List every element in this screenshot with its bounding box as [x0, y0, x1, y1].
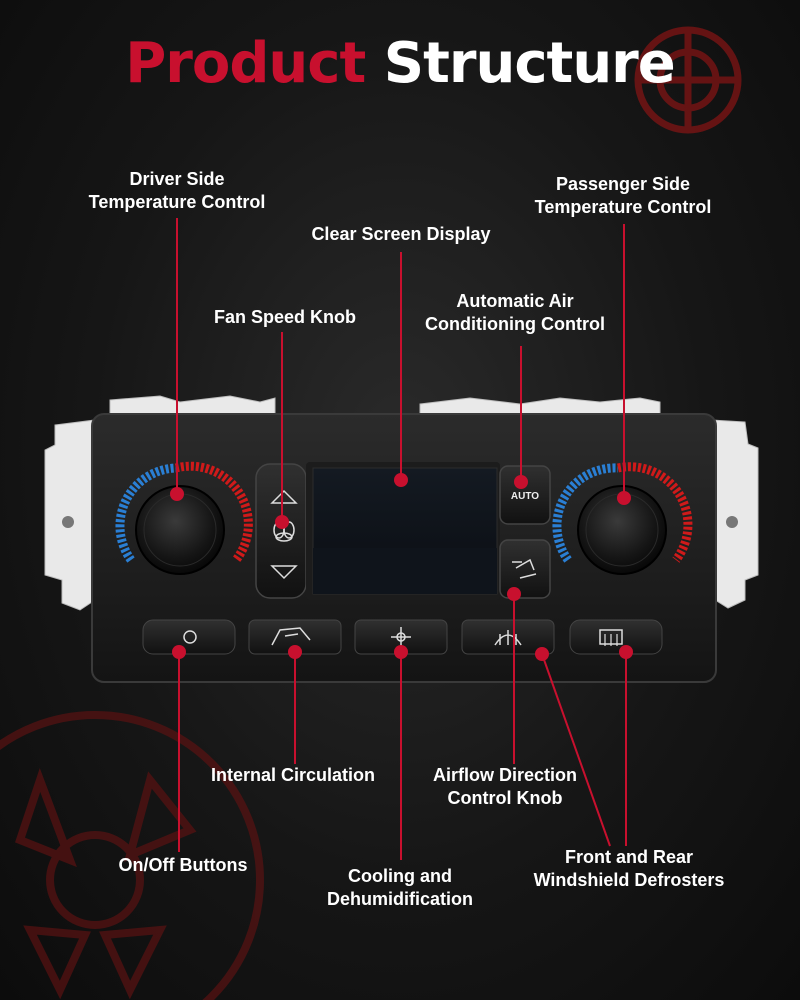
label-cooling-line1: Cooling and	[348, 866, 452, 886]
label-passenger-temp-line2: Temperature Control	[534, 197, 712, 217]
label-internal-circ-line1: Internal Circulation	[210, 765, 376, 785]
airflow-button-shape	[499, 539, 551, 599]
page-title: Product Structure	[0, 28, 800, 100]
label-passenger-temp: Passenger Side Temperature Control	[508, 173, 738, 219]
driver-temp-knob-dial	[115, 461, 253, 575]
label-passenger-temp-line1: Passenger Side	[555, 174, 691, 194]
auto-button-label: AUTO	[510, 491, 540, 502]
label-clear-screen-line1: Clear Screen Display	[311, 224, 491, 244]
bottom-button-row	[142, 619, 663, 655]
auto-ac-button-shape	[499, 465, 551, 525]
label-defrosters-line2: Windshield Defrosters	[533, 870, 725, 890]
label-airflow-line1: Airflow Direction	[432, 765, 577, 785]
callout-dots	[170, 473, 633, 661]
label-auto-ac-line2: Conditioning Control	[425, 314, 605, 334]
label-airflow-line2: Control Knob	[447, 788, 563, 808]
label-auto-ac: Automatic Air Conditioning Control	[404, 290, 626, 336]
label-cooling: Cooling and Dehumidification	[308, 865, 492, 911]
label-defrosters: Front and Rear Windshield Defrosters	[516, 846, 742, 892]
label-cooling-line2: Dehumidification	[326, 889, 473, 909]
label-driver-temp: Driver Side Temperature Control	[62, 168, 292, 214]
leader-lines	[176, 218, 627, 860]
wheel-logo-top-right	[634, 26, 742, 134]
title-part-structure: Structure	[383, 31, 676, 96]
label-internal-circ: Internal Circulation	[188, 764, 398, 787]
wheel-watermark-bottom-left	[0, 711, 264, 1000]
label-defrosters-line1: Front and Rear	[564, 847, 693, 867]
label-clear-screen: Clear Screen Display	[280, 223, 522, 246]
mounting-brackets	[44, 395, 759, 611]
title-part-product: Product	[125, 31, 366, 96]
label-airflow: Airflow Direction Control Knob	[410, 764, 600, 810]
label-fan-speed: Fan Speed Knob	[180, 306, 390, 329]
label-fan-speed-line1: Fan Speed Knob	[213, 307, 356, 327]
passenger-temp-knob-dial	[552, 462, 693, 575]
label-on-off-line1: On/Off Buttons	[118, 855, 248, 875]
lcd-screen	[306, 462, 500, 600]
label-auto-ac-line1: Automatic Air	[456, 291, 574, 311]
label-driver-temp-line2: Temperature Control	[88, 192, 266, 212]
label-on-off: On/Off Buttons	[100, 854, 266, 877]
label-driver-temp-line1: Driver Side	[129, 169, 225, 189]
